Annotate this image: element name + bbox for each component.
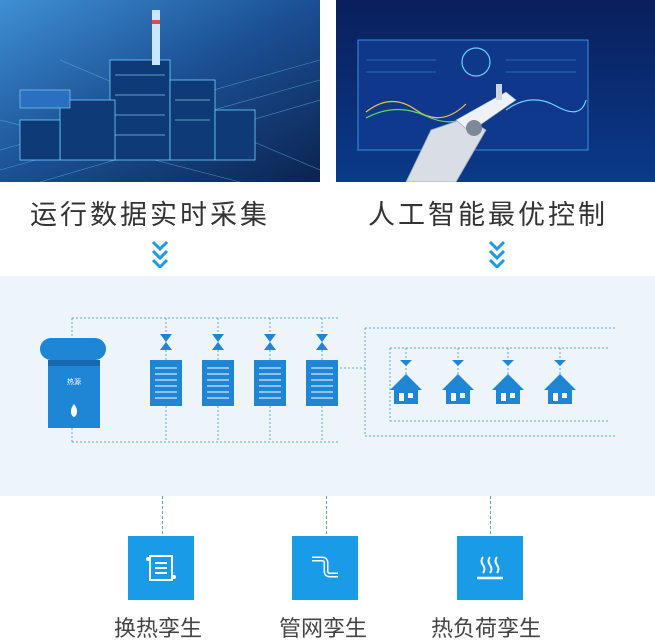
caption-ai-control: 人工智能最优控制 <box>368 200 608 231</box>
boiler-label: 热源 <box>67 377 81 386</box>
chevron-down-icon <box>151 240 169 268</box>
heat-exchanger-twin-card <box>128 536 194 600</box>
pipe-network-twin-label: 管网孪生 <box>279 617 368 642</box>
boiler-unit: 热源 <box>40 338 106 428</box>
house-units <box>390 360 576 404</box>
connector-line <box>490 496 491 534</box>
heat-load-icon <box>477 556 503 580</box>
heat-exchanger-icon <box>146 555 176 581</box>
ai-control-photo <box>336 0 655 182</box>
heating-network-diagram: 热源 <box>0 276 655 496</box>
chevron-down-icon <box>488 240 506 268</box>
pipe-network-icon <box>312 556 338 578</box>
connector-line <box>162 496 163 534</box>
heat-load-twin-card <box>457 536 523 600</box>
heat-exchanger-units <box>150 334 338 406</box>
heat-exchanger-twin-label: 换热孪生 <box>114 617 203 642</box>
heat-load-twin-label: 热负荷孪生 <box>431 617 542 642</box>
connector-line <box>326 496 327 534</box>
plant-photo <box>0 0 320 182</box>
pipe-network-twin-card <box>292 536 358 600</box>
caption-data-collection: 运行数据实时采集 <box>30 200 270 231</box>
